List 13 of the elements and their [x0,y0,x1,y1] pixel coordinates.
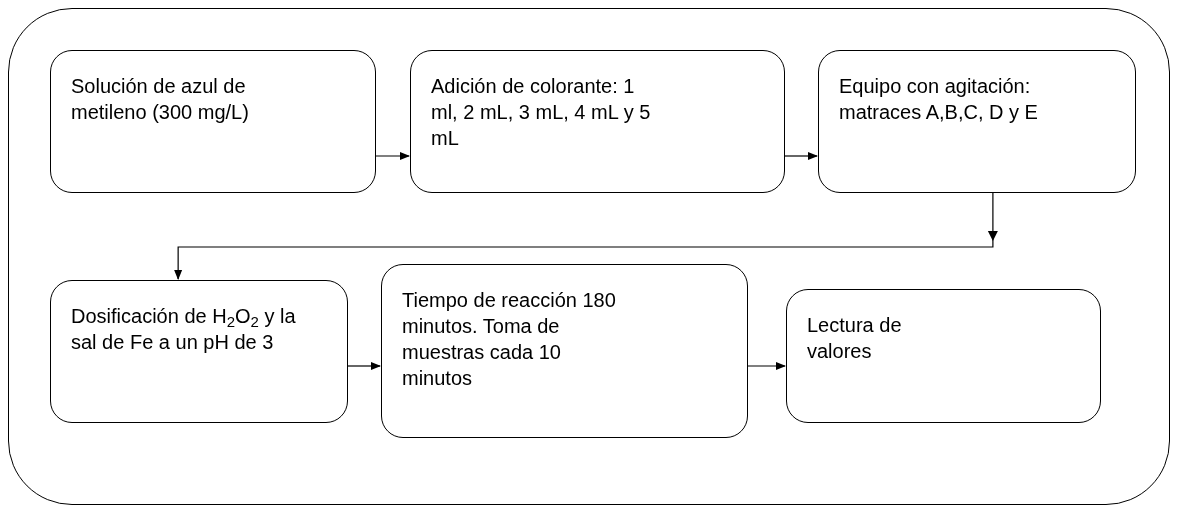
process-box [818,50,1136,193]
step-text: Tiempo de reacción 180 minutos. Toma de muestras cada 10 minutos [402,288,617,391]
process-box [410,50,785,193]
outer-frame [8,8,1170,505]
step-text: Lectura de valores [807,313,903,364]
process-box [50,280,348,423]
process-box [786,289,1101,423]
step-text: Adición de colorante: 1 ml, 2 mL, 3 mL, 4 mL y 5 mL [431,74,652,151]
step-text: Solución de azul de metileno (300 mg/L) [71,74,250,125]
step-text: Dosificación de H$_{2}$O$_{2}$ y la sal de Fe a un pH de 3 [71,304,297,355]
process-box [381,264,748,438]
step-text: Equipo con agitación: matraces A,B,C, D y E [839,74,1039,125]
process-box [50,50,376,193]
